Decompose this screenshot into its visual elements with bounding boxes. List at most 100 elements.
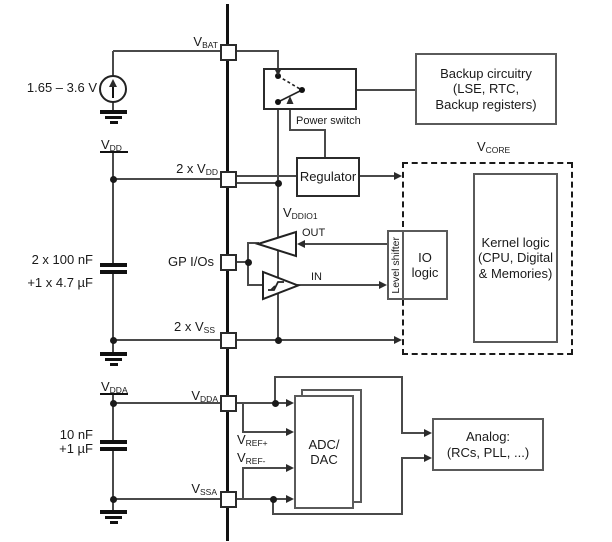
wire-gpio-up-v [247,242,249,263]
wire-in [297,284,380,286]
wire-vbat-source [113,50,220,52]
junction-switch-rail-vss [274,336,282,344]
wire-gpio-stub [236,261,249,263]
source-arrow-shaft [112,85,114,98]
wire-regulator-feed-v1 [289,104,291,131]
junction-gpio [244,258,252,266]
wire-vdda-rail-to-pin [113,402,220,404]
arrow-into-analog-1 [424,428,432,437]
signal-label-vddio1: VDDIO1 [283,205,318,221]
io-logic-line2: logic [411,265,439,280]
digital-cap-value-line2: +1 x 4.7 µF [27,275,93,290]
wire-vrefplus-h [242,431,287,433]
vdd-label-underline [100,151,128,153]
kernel-line1: Kernel logic [481,235,550,251]
rail-label-vdda: VDDA [101,379,128,395]
wire-vssa-left [113,498,220,500]
ground-digital-bar3 [110,363,118,366]
source-voltage-label: 1.65 – 3.6 V [26,80,97,95]
vdd-rail-upper [112,153,114,263]
analog-box: Analog: (RCs, PLL, ...) [432,418,544,471]
arrow-in-to-levelshifter [379,280,387,289]
switch-rail-vertical [277,102,279,341]
signal-label-in: IN [311,271,322,283]
wire-regulator-feed-h [289,129,326,131]
domain-label-vcore: VCORE [477,139,511,155]
wire-gpio-down-v [247,262,249,286]
wire-vbat-to-switch-h [236,50,279,52]
wire-vss-right [236,339,395,341]
wire-vrefminus-v [242,468,244,499]
junction-vdda-bypass [271,399,279,407]
wire-analog-bypass-top [274,376,403,378]
ground-digital-bar2 [105,358,122,361]
pin-label-vbat: VBAT [193,34,218,50]
junction-vdda-rail [109,399,117,407]
backup-line1: Backup circuitry [440,66,532,82]
pin-label-vss: 2 x VSS [174,319,215,335]
adc-dac-box: ADC/ DAC [294,395,354,509]
backup-line2: (LSE, RTC, [452,81,520,97]
pin-label-vdd: 2 x VDD [176,161,218,177]
wire-vddpin-to-regulator [236,175,296,177]
junction-vdd-rail [109,175,117,183]
level-shifter-label: Level shifter [389,236,402,294]
wire-regulator-out [360,175,396,177]
mcu-boundary-line [226,4,229,541]
wire-vdd-rail-to-pin [113,178,220,180]
arrow-regulator-to-vcore [394,171,402,180]
vdda-rail-upper [112,395,114,440]
wire-regulator-feed-v2 [324,129,326,157]
junction-vssa-rail [109,495,117,503]
wire-gpio-up-h [247,242,259,244]
pin-vdd [220,171,237,188]
wire-switch-to-backup [302,89,415,91]
analog-cap-value-line2: +1 µF [59,441,93,456]
wire-analog-bypass-right2 [401,457,403,514]
adc-dac-line2: DAC [310,452,338,467]
kernel-line2: (CPU, Digital [477,250,554,266]
signal-label-vrefminus: VREF- [237,450,266,466]
pin-vss [220,332,237,349]
vssa-ground-stem [112,500,114,510]
arrow-vrefplus-to-adc [286,427,294,436]
arrow-into-switch [273,68,282,76]
analog-line2: (RCs, PLL, ...) [446,444,530,460]
junction-vssa-bypass [269,495,277,503]
ground-analog-bar1 [100,510,127,514]
source-arrow-head [108,79,117,87]
wire-into-analog-1 [401,432,425,434]
backup-circuitry-box: Backup circuitry (LSE, RTC, Backup regis… [415,53,557,125]
wire-analog-bypass-right1 [401,376,403,434]
wire-source-stem-bottom [112,102,114,110]
digital-cap-value-line1: 2 x 100 nF [31,252,93,267]
pin-gpio [220,254,237,271]
wire-analog-bypass-up [274,377,276,404]
wire-vrefplus-v [242,403,244,433]
ground-digital-bar1 [100,352,127,356]
signal-label-vrefplus: VREF+ [237,432,268,448]
arrow-vrefminus-to-adc [286,463,294,472]
output-buffer-symbol [254,230,297,258]
analog-cap-plate-top [100,440,127,444]
regulator-label: Regulator [299,169,357,185]
wire-source-stem-top [112,51,114,76]
pin-vdda [220,395,237,412]
wire-vdda-to-adc [236,402,287,404]
kernel-line3: & Memories) [478,265,553,281]
backup-line3: Backup registers) [435,96,537,112]
wire-vss-left [113,339,220,341]
arrow-vssa-to-adc [286,494,294,503]
pin-label-vdda: VDDA [191,388,218,404]
ground-source-bar2 [105,116,122,119]
ground-analog-bar3 [110,521,118,524]
io-logic-line1: IO [418,249,432,265]
kernel-logic-box: Kernel logic (CPU, Digital & Memories) [473,173,558,343]
analog-line1: Analog: [465,429,511,445]
arrow-into-analog-2 [424,453,432,462]
wire-analog-bypass-bottom [272,513,403,515]
io-logic-box: IO logic [402,230,448,300]
digital-cap-plate-bottom [100,270,127,274]
pin-vbat [220,44,237,61]
